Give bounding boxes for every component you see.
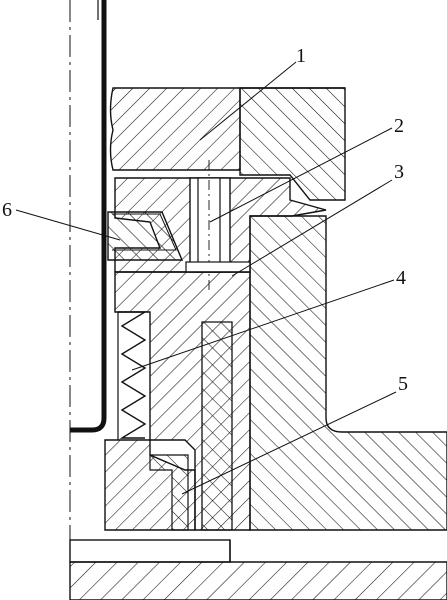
leader-1	[199, 61, 297, 141]
lower-wedge	[149, 454, 189, 531]
base-plate	[69, 539, 231, 563]
leader-3	[231, 179, 393, 277]
upper-flange	[109, 87, 241, 171]
callout-label-4: 4	[396, 267, 406, 289]
callout-label-5: 5	[398, 373, 408, 395]
inner-tube-wall	[70, 0, 107, 433]
callout-label-6: 6	[2, 199, 12, 221]
outer-housing	[249, 215, 447, 531]
leader-2	[209, 127, 393, 223]
wedge-gap	[112, 213, 177, 251]
leader-4	[131, 279, 395, 371]
bellows-spring	[118, 311, 148, 439]
leader-5	[181, 391, 397, 495]
callout-label-3: 3	[394, 161, 404, 183]
wedge-part	[107, 211, 184, 261]
callout-label-2: 2	[394, 115, 404, 137]
callout-label-1: 1	[296, 45, 306, 67]
leader-6	[15, 209, 121, 241]
inner-channel	[201, 321, 233, 531]
ground-base	[69, 561, 447, 600]
